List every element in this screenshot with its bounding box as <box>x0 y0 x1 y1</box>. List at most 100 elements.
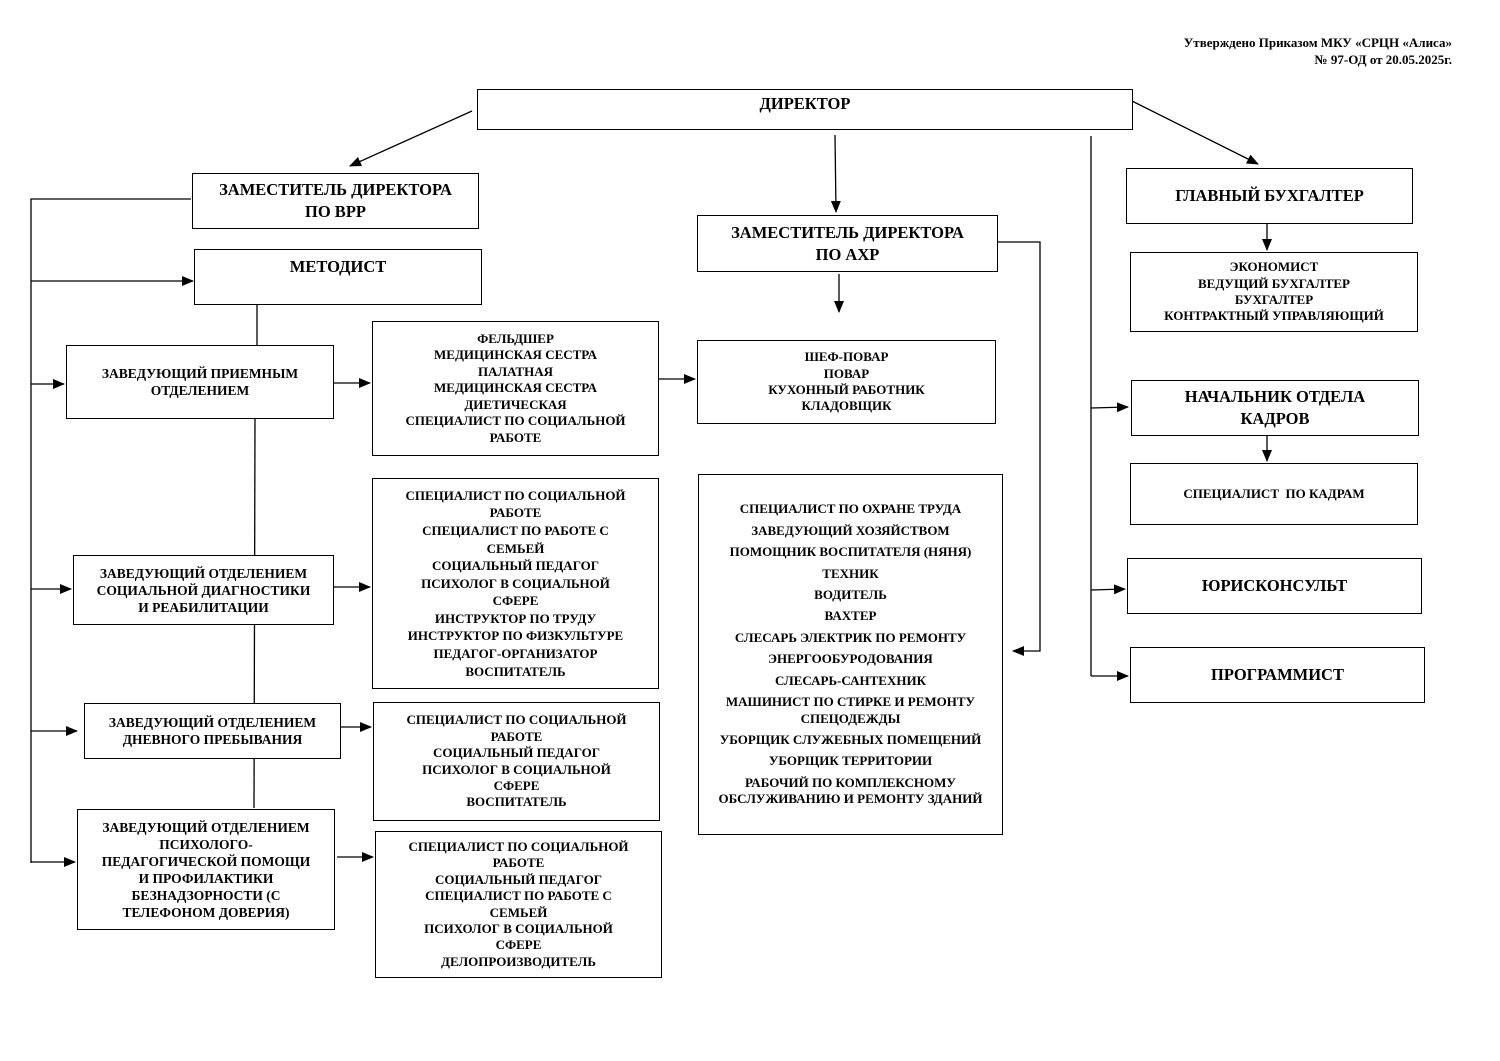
head-psych-box: ЗАВЕДУЮЩИЙ ОТДЕЛЕНИЕМ ПСИХОЛОГО- ПЕДАГОГ… <box>77 809 335 930</box>
hr-specialist-box: СПЕЦИАЛИСТ ПО КАДРАМ <box>1130 463 1418 525</box>
ahr-staff-box: СПЕЦИАЛИСТ ПО ОХРАНЕ ТРУДА ЗАВЕДУЮЩИЙ ХО… <box>698 474 1003 835</box>
daycare-staff-box: СПЕЦИАЛИСТ ПО СОЦИАЛЬНОЙ РАБОТЕ СОЦИАЛЬН… <box>373 702 660 821</box>
diagnostics-staff-box: СПЕЦИАЛИСТ ПО СОЦИАЛЬНОЙ РАБОТЕ СПЕЦИАЛИ… <box>372 478 659 689</box>
chief-accountant-label: ГЛАВНЫЙ БУХГАЛТЕР <box>1175 186 1364 205</box>
head-daycare-line: ДНЕВНОГО ПРЕБЫВАНИЯ <box>122 732 303 747</box>
approval-line-1: Утверждено Приказом МКУ «СРЦН «Алиса» <box>1183 35 1452 50</box>
staff-line: ПСИХОЛОГ В СОЦИАЛЬНОЙ <box>422 761 611 777</box>
staff-line: КОНТРАКТНЫЙ УПРАВЛЯЮЩИЙ <box>1164 308 1384 324</box>
staff-line: РАБОТЕ <box>492 855 545 871</box>
arrow-ahr-to-staff <box>998 241 1041 656</box>
director-box: ДИРЕКТОР <box>477 89 1133 130</box>
staff-line: ШЕФ-ПОВАР <box>804 349 889 365</box>
head-psych-line: ЗАВЕДУЮЩИЙ ОТДЕЛЕНИЕМ <box>102 819 310 835</box>
arrow-to-lawyer <box>1090 584 1126 595</box>
head-psych-line: БЕЗНАДЗОРНОСТИ (С <box>131 887 281 903</box>
staff-line: ВАХТЕР <box>824 608 877 624</box>
head-reception-line: ЗАВЕДУЮЩИЙ ПРИЕМНЫМ <box>101 366 299 381</box>
staff-line: СЕМЬЕЙ <box>486 540 545 556</box>
staff-line: ВОСПИТАТЕЛЬ <box>466 794 567 810</box>
staff-line: ФЕЛЬДШЕР <box>477 331 554 347</box>
staff-line: СПЕЦИАЛИСТ ПО СОЦИАЛЬНОЙ <box>408 838 629 854</box>
staff-line: ПАЛАТНАЯ <box>478 363 553 379</box>
staff-line: СЛЕСАРЬ ЭЛЕКТРИК ПО РЕМОНТУ <box>734 629 967 645</box>
staff-line: СПЕЦИАЛИСТ ПО ОХРАНЕ ТРУДА <box>739 501 962 517</box>
staff-line: ЭНЕРГООБУРОДОВАНИЯ <box>768 651 933 667</box>
staff-line: СЛЕСАРЬ-САНТЕХНИК <box>774 672 927 688</box>
deputy-vrr-box: ЗАМЕСТИТЕЛЬ ДИРЕКТОРА ПО ВРР <box>192 173 479 229</box>
staff-line: ПСИХОЛОГ В СОЦИАЛЬНОЙ <box>424 920 613 936</box>
staff-line: ДЕЛОПРОИЗВОДИТЕЛЬ <box>441 953 596 969</box>
staff-line: СОЦИАЛЬНЫЙ ПЕДАГОГ <box>434 871 603 887</box>
staff-line: ПОМОЩНИК ВОСПИТАТЕЛЯ (НЯНЯ) <box>729 544 972 560</box>
kitchen-staff-box: ШЕФ-ПОВАР ПОВАР КУХОННЫЙ РАБОТНИК КЛАДОВ… <box>697 340 996 424</box>
staff-line: СФЕРЕ <box>492 593 539 609</box>
programmer-box: ПРОГРАММИСТ <box>1130 647 1425 703</box>
staff-line: ВЕДУЩИЙ БУХГАЛТЕР <box>1197 275 1350 291</box>
arrow-to-hr-head <box>1090 402 1129 413</box>
psych-staff-box: СПЕЦИАЛИСТ ПО СОЦИАЛЬНОЙ РАБОТЕ СОЦИАЛЬН… <box>375 831 662 978</box>
methodist-box: МЕТОДИСТ <box>194 249 482 305</box>
head-psych-line: ПСИХОЛОГО- <box>159 836 253 852</box>
hr-head-box: НАЧАЛЬНИК ОТДЕЛА КАДРОВ <box>1131 380 1419 436</box>
programmer-label: ПРОГРАММИСТ <box>1211 665 1344 684</box>
head-diagnostics-box: ЗАВЕДУЮЩИЙ ОТДЕЛЕНИЕМ СОЦИАЛЬНОЙ ДИАГНОС… <box>73 555 334 625</box>
staff-line: СПЕЦИАЛИСТ ПО СОЦИАЛЬНОЙ <box>405 487 626 503</box>
staff-line: ТЕХНИК <box>822 565 879 581</box>
staff-line: СОЦИАЛЬНЫЙ ПЕДАГОГ <box>432 745 601 761</box>
head-diagnostics-line: СОЦИАЛЬНОЙ ДИАГНОСТИКИ <box>96 582 311 598</box>
staff-line: ИНСТРУКТОР ПО ТРУДУ <box>434 610 597 626</box>
staff-line: СПЕЦИАЛИСТ ПО СОЦИАЛЬНОЙ <box>406 712 627 728</box>
deputy-ahr-line: ПО АХР <box>815 244 880 264</box>
head-diagnostics-line: ЗАВЕДУЮЩИЙ ОТДЕЛЕНИЕМ <box>99 565 308 581</box>
staff-line: РАБОТЕ <box>489 505 542 521</box>
staff-line: СОЦИАЛЬНЫЙ ПЕДАГОГ <box>431 558 600 574</box>
approval-line-2: № 97-ОД от 20.05.2025г. <box>1314 52 1452 67</box>
lawyer-label: ЮРИСКОНСУЛЬТ <box>1201 576 1348 595</box>
staff-line: МЕДИЦИНСКАЯ СЕСТРА <box>434 347 597 363</box>
staff-line: УБОРЩИК СЛУЖЕБНЫХ ПОМЕЩЕНИЙ <box>719 731 982 747</box>
head-psych-line: ТЕЛЕФОНОМ ДОВЕРИЯ) <box>122 904 290 920</box>
staff-line: МЕДИЦИНСКАЯ СЕСТРА <box>434 380 597 396</box>
staff-line: ВОСПИТАТЕЛЬ <box>465 663 566 679</box>
head-daycare-box: ЗАВЕДУЮЩИЙ ОТДЕЛЕНИЕМ ДНЕВНОГО ПРЕБЫВАНИ… <box>84 703 341 759</box>
staff-line: ПЕДАГОГ-ОРГАНИЗАТОР <box>433 646 598 662</box>
staff-line: РАБОЧИЙ ПО КОМПЛЕКСНОМУ ОБСЛУЖИВАНИЮ И Р… <box>718 774 983 807</box>
deputy-ahr-line: ЗАМЕСТИТЕЛЬ ДИРЕКТОРА <box>731 222 964 242</box>
staff-line: РАБОТЕ <box>489 429 542 445</box>
staff-line: СПЕЦИАЛИСТ ПО СОЦИАЛЬНОЙ <box>405 413 626 429</box>
staff-line: КЛАДОВЩИК <box>801 398 892 414</box>
hr-specialist-label: СПЕЦИАЛИСТ ПО КАДРАМ <box>1183 485 1365 501</box>
deputy-vrr-line: ЗАМЕСТИТЕЛЬ ДИРЕКТОРА <box>219 180 452 199</box>
head-daycare-line: ЗАВЕДУЮЩИЙ ОТДЕЛЕНИЕМ <box>108 715 317 730</box>
staff-line: ЗАВЕДУЮЩИЙ ХОЗЯЙСТВОМ <box>751 522 950 538</box>
staff-line: МАШИНИСТ ПО СТИРКЕ И РЕМОНТУ СПЕЦОДЕЖДЫ <box>725 694 976 726</box>
head-psych-line: ПЕДАГОГИЧЕСКОЙ ПОМОЩИ <box>101 853 311 869</box>
staff-line: УБОРЩИК ТЕРРИТОРИИ <box>768 753 933 769</box>
staff-line: ЭКОНОМИСТ <box>1229 259 1319 275</box>
staff-line: СПЕЦИАЛИСТ ПО РАБОТЕ С <box>422 522 609 538</box>
head-diagnostics-line: И РЕАБИЛИТАЦИИ <box>138 599 269 615</box>
lawyer-box: ЮРИСКОНСУЛЬТ <box>1127 558 1422 614</box>
staff-line: РАБОТЕ <box>490 728 543 744</box>
arrow-director-to-deputy-vrr <box>349 110 473 167</box>
staff-line: СФЕРЕ <box>493 777 540 793</box>
arrow-director-to-chief-accountant <box>1131 100 1259 165</box>
staff-line: КУХОННЫЙ РАБОТНИК <box>768 382 925 397</box>
approval-header: Утверждено Приказом МКУ «СРЦН «Алиса» № … <box>1184 34 1452 68</box>
head-reception-line: ОТДЕЛЕНИЕМ <box>150 383 250 398</box>
staff-line: ПСИХОЛОГ В СОЦИАЛЬНОЙ <box>421 575 610 591</box>
deputy-vrr-line: ПО ВРР <box>305 202 366 221</box>
staff-line: СЕМЬЕЙ <box>489 904 548 920</box>
head-psych-line: И ПРОФИЛАКТИКИ <box>138 870 274 886</box>
deputy-ahr-box: ЗАМЕСТИТЕЛЬ ДИРЕКТОРА ПО АХР <box>697 215 998 272</box>
reception-staff-box: ФЕЛЬДШЕР МЕДИЦИНСКАЯ СЕСТРА ПАЛАТНАЯ МЕД… <box>372 321 659 456</box>
hr-head-line: НАЧАЛЬНИК ОТДЕЛА <box>1184 387 1366 406</box>
staff-line: СПЕЦИАЛИСТ ПО РАБОТЕ С <box>425 888 612 904</box>
hr-head-line: КАДРОВ <box>1240 409 1310 428</box>
staff-line: ПОВАР <box>823 365 870 381</box>
head-reception-box: ЗАВЕДУЮЩИЙ ПРИЕМНЫМ ОТДЕЛЕНИЕМ <box>66 345 334 419</box>
accounting-staff-box: ЭКОНОМИСТ ВЕДУЩИЙ БУХГАЛТЕР БУХГАЛТЕР КО… <box>1130 252 1418 332</box>
staff-line: ИНСТРУКТОР ПО ФИЗКУЛЬТУРЕ <box>407 628 624 644</box>
